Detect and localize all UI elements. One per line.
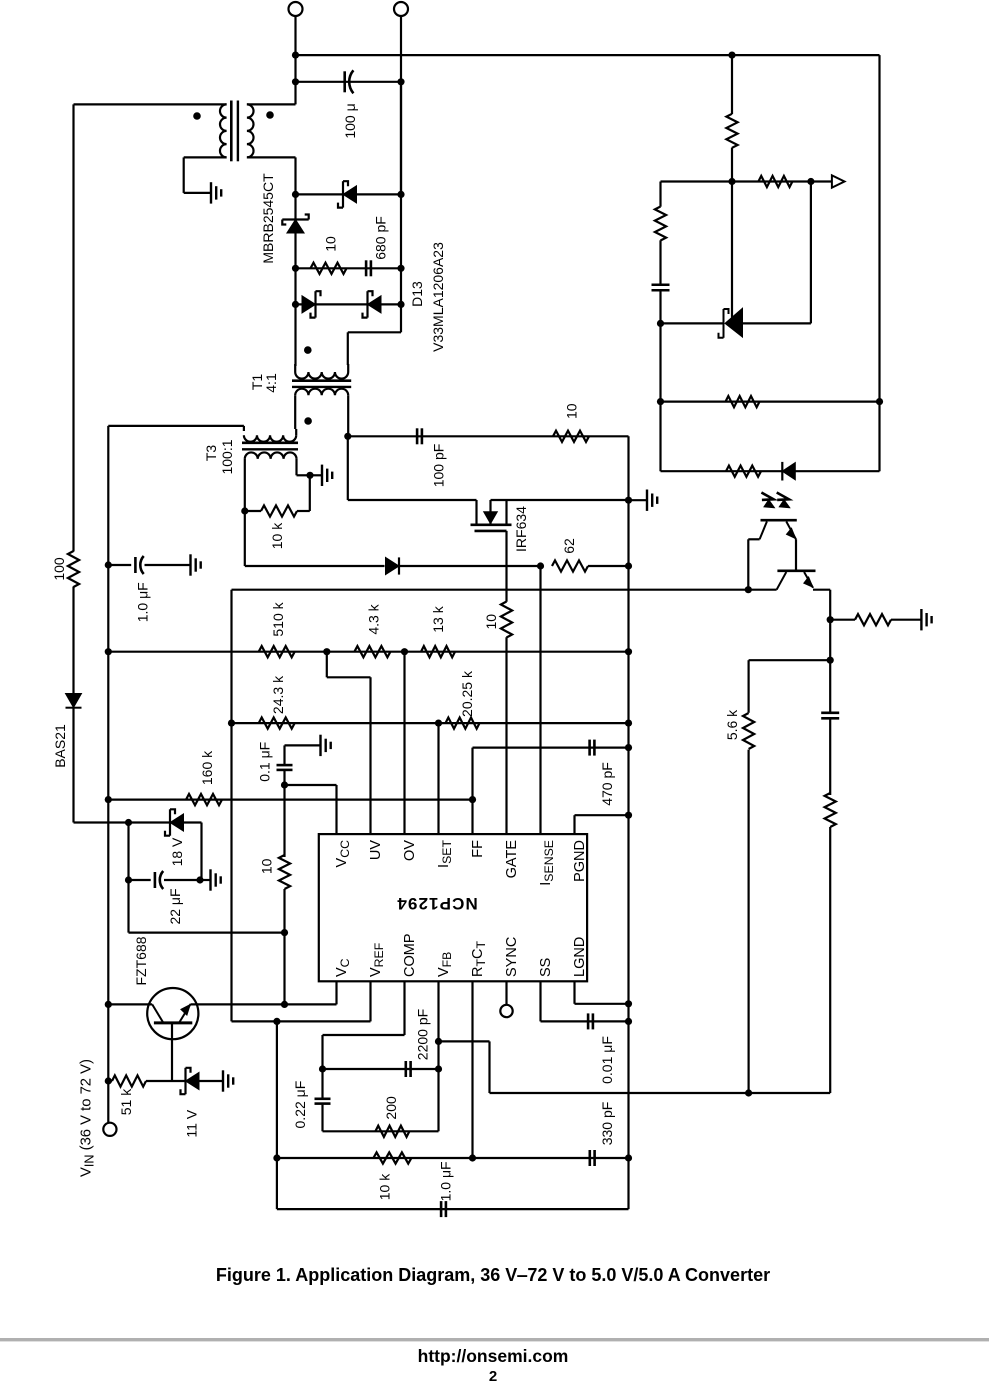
svg-text:OV: OV	[402, 840, 418, 861]
svg-text:4:1: 4:1	[263, 373, 279, 393]
svg-text:SYNC: SYNC	[504, 937, 520, 977]
svg-text:51 k: 51 k	[118, 1088, 134, 1115]
svg-text:1.0 μF: 1.0 μF	[134, 582, 150, 622]
svg-text:SS: SS	[538, 958, 554, 977]
svg-text:100:1: 100:1	[219, 439, 235, 474]
svg-text:2: 2	[489, 1368, 497, 1383]
svg-text:ISENSE: ISENSE	[538, 840, 556, 886]
svg-text:0.1 μF: 0.1 μF	[257, 742, 273, 782]
svg-text:100 pF: 100 pF	[431, 444, 447, 488]
svg-text:680 pF: 680 pF	[372, 216, 388, 260]
svg-text:GATE: GATE	[504, 840, 520, 879]
svg-text:22 μF: 22 μF	[167, 888, 183, 924]
svg-text:11 V: 11 V	[184, 1109, 200, 1137]
svg-text:T1: T1	[249, 374, 265, 391]
svg-text:PGND: PGND	[572, 840, 588, 882]
svg-text:100: 100	[51, 557, 67, 581]
svg-text:10 k: 10 k	[269, 522, 285, 549]
svg-text:FF: FF	[470, 840, 486, 858]
svg-text:18 V: 18 V	[169, 837, 185, 866]
svg-text:0.01 μF: 0.01 μF	[599, 1036, 615, 1084]
svg-text:IRF634: IRF634	[513, 506, 529, 552]
svg-text:160 k: 160 k	[199, 750, 215, 785]
svg-text:100 μ: 100 μ	[342, 103, 358, 138]
svg-text:24.3 k: 24.3 k	[270, 675, 286, 714]
svg-text:1.0 μF: 1.0 μF	[438, 1161, 454, 1201]
svg-text:Figure 1. Application Diagram,: Figure 1. Application Diagram, 36 V‒72 V…	[216, 1265, 770, 1285]
svg-text:http://onsemi.com: http://onsemi.com	[418, 1346, 569, 1366]
svg-text:VCC: VCC	[334, 840, 352, 868]
svg-text:4.3 k: 4.3 k	[366, 603, 382, 634]
svg-text:10: 10	[259, 858, 275, 874]
svg-text:FZT688: FZT688	[133, 936, 149, 985]
svg-text:2200 pF: 2200 pF	[414, 1009, 430, 1060]
svg-text:10: 10	[483, 614, 499, 630]
svg-text:200: 200	[383, 1096, 399, 1120]
svg-text:VREF: VREF	[368, 942, 386, 977]
svg-text:D13: D13	[409, 281, 425, 307]
svg-text:COMP: COMP	[402, 934, 418, 978]
svg-text:NCP1294: NCP1294	[396, 894, 477, 913]
svg-text:VC: VC	[334, 958, 352, 977]
svg-text:UV: UV	[368, 840, 384, 860]
svg-text:13 k: 13 k	[430, 605, 446, 632]
svg-text:ISET: ISET	[436, 840, 454, 868]
svg-text:10: 10	[563, 403, 579, 419]
svg-text:10: 10	[322, 236, 338, 252]
svg-text:VFB: VFB	[436, 952, 454, 977]
svg-text:330 pF: 330 pF	[599, 1102, 615, 1146]
svg-text:VIN (36 V to 72 V): VIN (36 V to 72 V)	[78, 1059, 96, 1177]
svg-text:MBRB2545CT: MBRB2545CT	[260, 173, 276, 264]
svg-text:470 pF: 470 pF	[599, 762, 615, 806]
svg-text:5.6 k: 5.6 k	[724, 709, 740, 740]
svg-text:RTCT: RTCT	[470, 941, 488, 977]
svg-text:510 k: 510 k	[270, 601, 286, 636]
svg-text:10 k: 10 k	[377, 1173, 393, 1200]
svg-text:BAS21: BAS21	[52, 724, 68, 768]
svg-text:V33MLA1206A23: V33MLA1206A23	[430, 242, 446, 352]
svg-text:62: 62	[561, 538, 577, 554]
svg-text:20.25 k: 20.25 k	[459, 670, 475, 717]
svg-text:T3: T3	[203, 445, 219, 462]
svg-text:LGND: LGND	[572, 937, 588, 977]
svg-text:0.22 μF: 0.22 μF	[292, 1081, 308, 1129]
